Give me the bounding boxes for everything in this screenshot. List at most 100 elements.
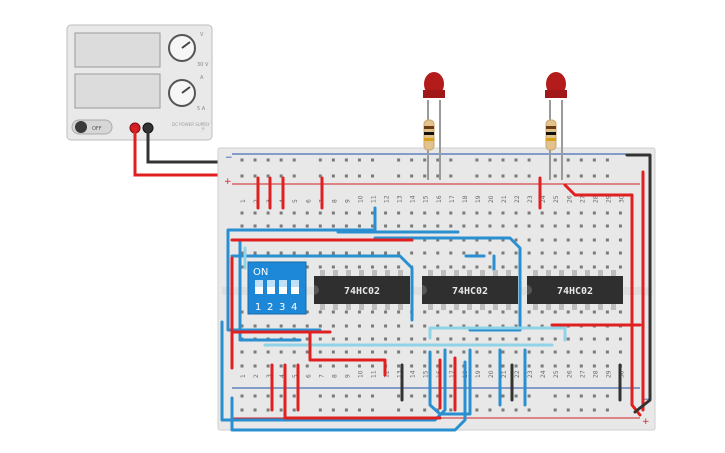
breadboard-hole[interactable] <box>371 337 374 341</box>
breadboard-hole[interactable] <box>253 408 257 412</box>
breadboard-hole[interactable] <box>292 408 296 412</box>
breadboard-hole[interactable] <box>371 211 374 215</box>
breadboard-hole[interactable] <box>397 350 401 354</box>
breadboard-hole[interactable] <box>462 337 466 341</box>
breadboard-hole[interactable] <box>618 265 622 269</box>
breadboard-hole[interactable] <box>488 251 492 255</box>
breadboard-hole[interactable] <box>501 337 505 341</box>
breadboard-hole[interactable] <box>553 337 557 341</box>
breadboard-hole[interactable] <box>371 364 374 368</box>
breadboard-hole[interactable] <box>423 224 427 228</box>
breadboard-hole[interactable] <box>266 224 270 228</box>
power-supply[interactable]: V 30 V A 5 A OFF DC POWER SUPPLY ⚡ <box>66 24 213 141</box>
breadboard-hole[interactable] <box>501 224 505 228</box>
breadboard-hole[interactable] <box>501 350 505 354</box>
breadboard-hole[interactable] <box>527 174 531 178</box>
breadboard-hole[interactable] <box>344 224 348 228</box>
breadboard-hole[interactable] <box>266 394 270 398</box>
breadboard-hole[interactable] <box>449 310 453 314</box>
breadboard-hole[interactable] <box>514 224 518 228</box>
breadboard-hole[interactable] <box>423 265 427 269</box>
breadboard-hole[interactable] <box>436 394 440 398</box>
breadboard-hole[interactable] <box>501 364 505 368</box>
breadboard-hole[interactable] <box>540 364 544 368</box>
breadboard-hole[interactable] <box>344 324 348 328</box>
breadboard-hole[interactable] <box>462 310 466 314</box>
breadboard-hole[interactable] <box>397 174 401 178</box>
breadboard-hole[interactable] <box>371 224 374 228</box>
wire[interactable] <box>625 153 652 414</box>
breadboard-hole[interactable] <box>344 174 348 178</box>
breadboard-hole[interactable] <box>592 238 596 242</box>
breadboard-hole[interactable] <box>266 408 270 412</box>
breadboard-hole[interactable] <box>357 408 361 412</box>
breadboard-hole[interactable] <box>279 324 283 328</box>
breadboard-hole[interactable] <box>371 408 374 412</box>
breadboard-hole[interactable] <box>371 265 374 269</box>
breadboard-hole[interactable] <box>397 337 401 341</box>
breadboard-hole[interactable] <box>553 310 557 314</box>
breadboard-hole[interactable] <box>292 364 296 368</box>
wire[interactable] <box>220 320 447 422</box>
breadboard-hole[interactable] <box>579 224 583 228</box>
breadboard-hole[interactable] <box>318 310 322 314</box>
breadboard-hole[interactable] <box>436 265 440 269</box>
chip-3[interactable]: 74HC02 <box>527 276 623 304</box>
breadboard-hole[interactable] <box>436 211 440 215</box>
breadboard-hole[interactable] <box>553 224 557 228</box>
breadboard-hole[interactable] <box>240 310 244 314</box>
breadboard-hole[interactable] <box>397 364 401 368</box>
breadboard-hole[interactable] <box>462 238 466 242</box>
breadboard-hole[interactable] <box>305 324 309 328</box>
breadboard-hole[interactable] <box>410 158 414 162</box>
breadboard-hole[interactable] <box>357 310 361 314</box>
wire[interactable] <box>428 326 567 342</box>
breadboard-hole[interactable] <box>410 324 414 328</box>
breadboard-hole[interactable] <box>553 174 557 178</box>
breadboard-hole[interactable] <box>553 265 557 269</box>
breadboard-hole[interactable] <box>527 158 531 162</box>
breadboard-hole[interactable] <box>344 158 348 162</box>
breadboard-hole[interactable] <box>514 337 518 341</box>
breadboard-hole[interactable] <box>579 310 583 314</box>
breadboard-hole[interactable] <box>605 238 609 242</box>
breadboard-hole[interactable] <box>475 265 479 269</box>
breadboard-hole[interactable] <box>449 174 453 178</box>
breadboard-hole[interactable] <box>292 394 296 398</box>
breadboard-hole[interactable] <box>449 211 453 215</box>
breadboard-hole[interactable] <box>566 211 570 215</box>
breadboard-hole[interactable] <box>423 350 427 354</box>
breadboard-hole[interactable] <box>527 224 531 228</box>
breadboard-hole[interactable] <box>371 251 374 255</box>
breadboard-hole[interactable] <box>605 337 609 341</box>
breadboard-hole[interactable] <box>357 158 361 162</box>
breadboard-hole[interactable] <box>240 350 244 354</box>
breadboard-hole[interactable] <box>331 211 335 215</box>
breadboard-hole[interactable] <box>436 324 440 328</box>
breadboard-hole[interactable] <box>553 364 557 368</box>
led-1[interactable] <box>423 72 445 180</box>
breadboard-hole[interactable] <box>397 324 401 328</box>
breadboard-hole[interactable] <box>331 394 335 398</box>
breadboard-hole[interactable] <box>592 408 596 412</box>
breadboard-hole[interactable] <box>540 337 544 341</box>
breadboard-hole[interactable] <box>331 364 335 368</box>
breadboard-hole[interactable] <box>423 324 427 328</box>
breadboard-hole[interactable] <box>449 265 453 269</box>
breadboard-hole[interactable] <box>344 211 348 215</box>
breadboard-hole[interactable] <box>618 211 622 215</box>
breadboard-hole[interactable] <box>279 251 283 255</box>
breadboard-hole[interactable] <box>436 310 440 314</box>
breadboard-hole[interactable] <box>605 251 609 255</box>
breadboard-hole[interactable] <box>592 174 596 178</box>
breadboard-hole[interactable] <box>527 265 531 269</box>
breadboard-hole[interactable] <box>240 211 244 215</box>
breadboard-hole[interactable] <box>357 394 361 398</box>
breadboard-hole[interactable] <box>527 211 531 215</box>
breadboard-hole[interactable] <box>279 364 283 368</box>
breadboard-hole[interactable] <box>371 174 374 178</box>
breadboard-hole[interactable] <box>292 251 296 255</box>
breadboard-hole[interactable] <box>618 238 622 242</box>
breadboard-hole[interactable] <box>423 394 427 398</box>
breadboard-hole[interactable] <box>253 364 257 368</box>
